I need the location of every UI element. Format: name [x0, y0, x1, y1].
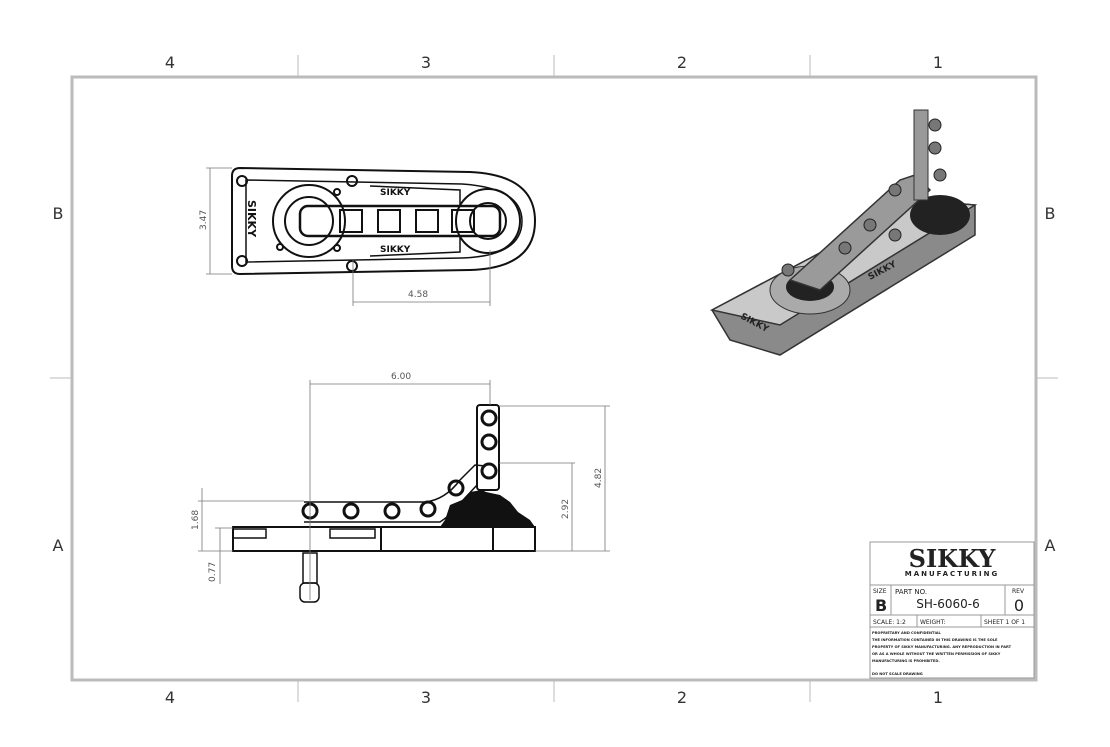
note-line: PROPERTY OF SIKKY MANUFACTURING. ANY REP…	[872, 645, 1012, 649]
dimension-side-pivot-height: 2.92	[561, 499, 571, 519]
zone-ticks	[50, 55, 1058, 702]
rev-label: REV	[1012, 588, 1025, 595]
dimension-top-width: 4.58	[408, 290, 428, 300]
size-value: B	[875, 596, 887, 615]
brand-marking-arm-bottom: SIKKY	[380, 245, 411, 255]
zone-col-3-bottom: 3	[421, 688, 431, 707]
note-line: DO NOT SCALE DRAWING	[872, 672, 923, 676]
zone-row-b-left: B	[53, 204, 64, 223]
dimension-side-arm-height: 1.68	[191, 510, 201, 530]
top-view: SIKKY SIKKY SIKKY	[231, 166, 537, 276]
brand-marking-top: SIKKY	[245, 200, 258, 238]
weight-text: WEIGHT:	[920, 619, 946, 626]
rev-value: 0	[1014, 596, 1024, 615]
zone-col-3-top: 3	[421, 53, 431, 72]
logo-subtext: MANUFACTURING	[905, 570, 1000, 578]
note-line: THE INFORMATION CONTAINED IN THIS DRAWIN…	[872, 638, 998, 642]
logo-text: SIKKY	[909, 544, 997, 573]
part-no-value: SH-6060-6	[916, 597, 979, 611]
note-line: OR AS A WHOLE WITHOUT THE WRITTEN PERMIS…	[872, 652, 1001, 656]
note-line: MANUFACTURING IS PROHIBITED.	[872, 659, 940, 663]
size-label: SIZE	[873, 588, 887, 595]
dimension-side-total-height: 4.82	[594, 468, 604, 488]
zone-col-4-bottom: 4	[165, 688, 175, 707]
zone-col-2-bottom: 2	[677, 688, 687, 707]
scale-text: SCALE: 1:2	[873, 619, 906, 626]
side-view-dimensions	[198, 380, 610, 600]
zone-col-2-top: 2	[677, 53, 687, 72]
note-line: PROPRIETARY AND CONFIDENTIAL	[872, 631, 942, 635]
zone-col-1-bottom: 1	[933, 688, 943, 707]
zone-row-a-left: A	[53, 536, 64, 555]
dimension-top-height: 3.47	[199, 210, 209, 230]
dimension-side-stud-height: 0.77	[208, 562, 218, 582]
brand-marking-arm-top: SIKKY	[380, 188, 411, 198]
zone-labels: 4 3 2 1 4 3 2 1 B B A A	[53, 53, 1056, 707]
dimension-side-length: 6.00	[391, 372, 411, 382]
part-no-label: PART NO.	[895, 588, 927, 596]
zone-row-b-right: B	[1045, 204, 1056, 223]
sheet-text: SHEET 1 OF 1	[984, 619, 1025, 626]
top-view-dimensions	[206, 167, 491, 306]
isometric-view: SIKKY SIKKY	[709, 109, 978, 356]
title-block: SIKKY MANUFACTURING SIZE B PART NO. SH-6…	[869, 541, 1035, 679]
zone-col-1-top: 1	[933, 53, 943, 72]
zone-col-4-top: 4	[165, 53, 175, 72]
side-view	[232, 404, 536, 603]
zone-row-a-right: A	[1045, 536, 1056, 555]
